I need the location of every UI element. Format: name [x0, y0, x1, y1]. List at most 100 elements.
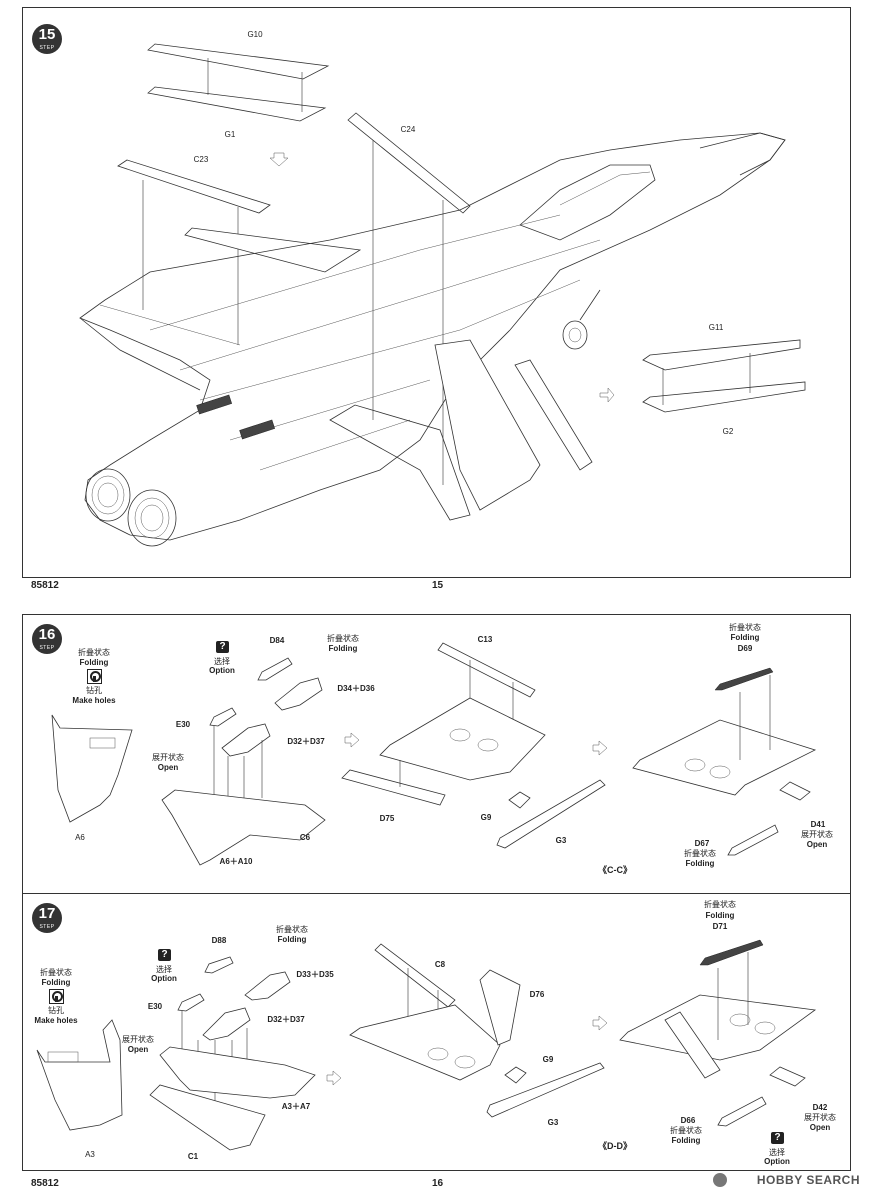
- part-d76-shape: [479, 969, 521, 1046]
- s16-open-cn: 展开状态: [152, 753, 184, 762]
- part-label-e30: E30: [175, 720, 191, 729]
- s17-folding-cn-2: 折叠状态: [276, 925, 308, 934]
- part-d75-shape: [341, 769, 446, 806]
- s16-folding-en-4: Folding: [685, 859, 715, 868]
- s17-drill-en: Make holes: [34, 1016, 78, 1025]
- s16-open-en: Open: [157, 763, 179, 772]
- part-c23-shape: [117, 159, 271, 214]
- part-g3-shape-2: [486, 1062, 605, 1118]
- s17-folding-cn-3: 折叠状态: [704, 900, 736, 909]
- s16-open-en-2: Open: [806, 840, 828, 849]
- section-c-c: 《C-C》: [598, 865, 632, 875]
- part-label-g3-2: G3: [547, 1118, 559, 1127]
- part-label-d41: D41: [810, 820, 826, 829]
- part-label-d88: D88: [211, 936, 227, 945]
- s16-option-en: Option: [209, 666, 235, 675]
- part-label-c24: C24: [400, 125, 416, 134]
- s16-folding-en: Folding: [79, 658, 109, 667]
- part-a6-shape: [51, 714, 133, 823]
- s17-drill-cn: 钻孔: [48, 1006, 64, 1015]
- part-label-g11: G11: [708, 323, 724, 332]
- part-label-c6: C6: [299, 833, 311, 842]
- d-d-wing-center: [349, 1004, 501, 1081]
- option-question-icon-2: ?: [158, 949, 171, 961]
- s17-option-cn: 选择: [156, 965, 172, 974]
- hobby-search-logo-icon: [713, 1173, 727, 1187]
- part-label-d71: D71: [712, 922, 728, 931]
- part-label-e30-2: E30: [147, 1002, 163, 1011]
- step15-panel: [22, 7, 851, 578]
- section-d-d: 《D-D》: [598, 1141, 632, 1151]
- part-c6-shape: [161, 789, 326, 866]
- part-label-a3-a7: A3＋A7: [281, 1102, 311, 1111]
- part-c24-shape: [347, 112, 471, 214]
- part-label-g9-2: G9: [542, 1055, 554, 1064]
- part-label-g9: G9: [480, 813, 492, 822]
- part-label-d34-d36: D34＋D36: [337, 684, 375, 693]
- aircraft-right-wing: [329, 404, 471, 521]
- part-label-a6-a10: A6＋A10: [219, 857, 253, 866]
- drill-icon-2: [49, 989, 64, 1004]
- part-d69-shape: [714, 667, 774, 691]
- part-label-d69: D69: [737, 644, 753, 653]
- engine-nozzles: [85, 468, 177, 547]
- part-g11-shape: [642, 339, 801, 371]
- s17-folding-en-2: Folding: [277, 935, 307, 944]
- s16-open-cn-2: 展开状态: [801, 830, 833, 839]
- step15-badge: 15 STEP: [32, 24, 62, 54]
- kit-number-bottom: 85812: [31, 1178, 59, 1189]
- part-g3-shape: [496, 779, 606, 849]
- part-label-d32-d37: D32＋D37: [287, 737, 325, 746]
- part-a3-a7-shape: [159, 1046, 316, 1099]
- part-label-d76: D76: [529, 990, 545, 999]
- part-label-c23: C23: [193, 155, 209, 164]
- s16-folding-cn-4: 折叠状态: [684, 849, 716, 858]
- part-label-c1: C1: [187, 1152, 199, 1161]
- part-label-d84: D84: [269, 636, 285, 645]
- part-c13-shape: [437, 642, 536, 698]
- part-g10-shape: [147, 43, 330, 80]
- s17-option-cn-2: 选择: [769, 1148, 785, 1157]
- part-label-g1: G1: [224, 130, 236, 139]
- part-label-d32-d37-2: D32＋D37: [267, 1015, 305, 1024]
- page-number-16: 16: [432, 1178, 444, 1189]
- s16-drill-en: Make holes: [72, 696, 116, 705]
- part-label-g2: G2: [722, 427, 734, 436]
- s17-folding-cn-4: 折叠状态: [670, 1126, 702, 1135]
- d-d-folded-assembly: [619, 994, 817, 1061]
- drill-icon: [87, 669, 102, 684]
- s17-folding-en: Folding: [41, 978, 71, 987]
- vent-grilles: [196, 394, 276, 440]
- s16-folding-en-2: Folding: [328, 644, 358, 653]
- part-label-c8: C8: [434, 960, 446, 969]
- c-c-wing-center: [379, 697, 546, 781]
- s17-folding-cn: 折叠状态: [40, 968, 72, 977]
- c-c-folded-assembly: [632, 719, 817, 796]
- part-label-d67: D67: [694, 839, 710, 848]
- step16-badge: 16 STEP: [32, 624, 62, 654]
- kit-number-top: 85812: [31, 580, 59, 591]
- part-label-g3: G3: [555, 836, 567, 845]
- s16-folding-en-3: Folding: [730, 633, 760, 642]
- part-label-d75: D75: [379, 814, 395, 823]
- part-label-d33-d35: D33＋D35: [296, 970, 334, 979]
- s17-option-en-2: Option: [764, 1157, 790, 1166]
- part-label-g10: G10: [247, 30, 263, 39]
- s17-option-en: Option: [151, 974, 177, 983]
- part-d71-shape: [699, 939, 764, 966]
- s17-folding-en-3: Folding: [705, 911, 735, 920]
- part-g1-shape: [147, 86, 327, 122]
- page-number-15: 15: [432, 580, 444, 591]
- part-c8-shape: [374, 943, 456, 1008]
- s16-drill-cn: 钻孔: [86, 686, 102, 695]
- s16-folding-cn-3: 折叠状态: [729, 623, 761, 632]
- step17-badge: 17 STEP: [32, 903, 62, 933]
- part-label-c13: C13: [477, 635, 493, 644]
- option-question-icon: ?: [216, 641, 229, 653]
- part-label-d42: D42: [812, 1103, 828, 1112]
- s17-open-en-2: Open: [809, 1123, 831, 1132]
- s17-open-cn: 展开状态: [122, 1035, 154, 1044]
- s17-open-cn-2: 展开状态: [804, 1113, 836, 1122]
